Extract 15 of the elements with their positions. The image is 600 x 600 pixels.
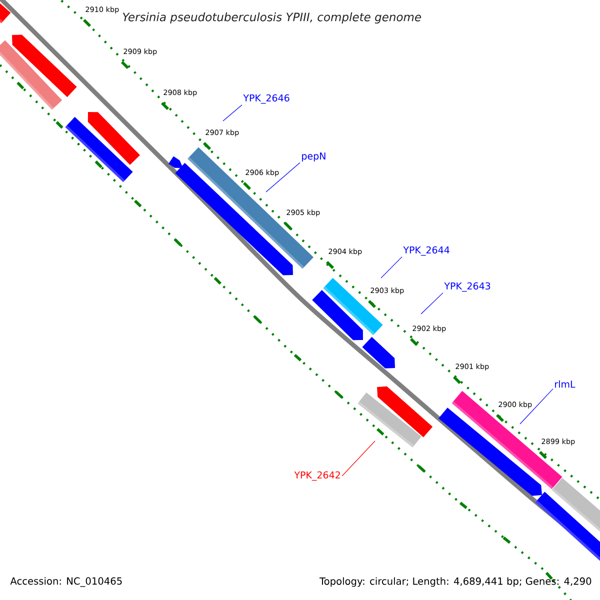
gene-label: YPK_2643	[444, 282, 490, 292]
gene-label: rlmL	[555, 380, 576, 388]
footer-text: Topology: circular; Length: 4,689,441 bp; Genes: 4,290	[319, 577, 592, 587]
gene-label: YPK_2646	[243, 94, 290, 104]
footer-text: Accession: NC_010465	[10, 577, 122, 587]
gene-label: pepN	[302, 152, 326, 162]
leader-line	[520, 388, 554, 424]
leader-line	[420, 292, 444, 314]
gene-label: YPK_2644	[403, 246, 450, 256]
leader-line	[222, 104, 242, 122]
gene-label: YPK_2642	[294, 471, 340, 481]
leader-line	[266, 162, 300, 192]
leader-line	[342, 440, 376, 476]
leader-line	[380, 256, 402, 278]
title: Yersinia pseudotuberculosis YPIII, complete genome	[122, 12, 421, 24]
